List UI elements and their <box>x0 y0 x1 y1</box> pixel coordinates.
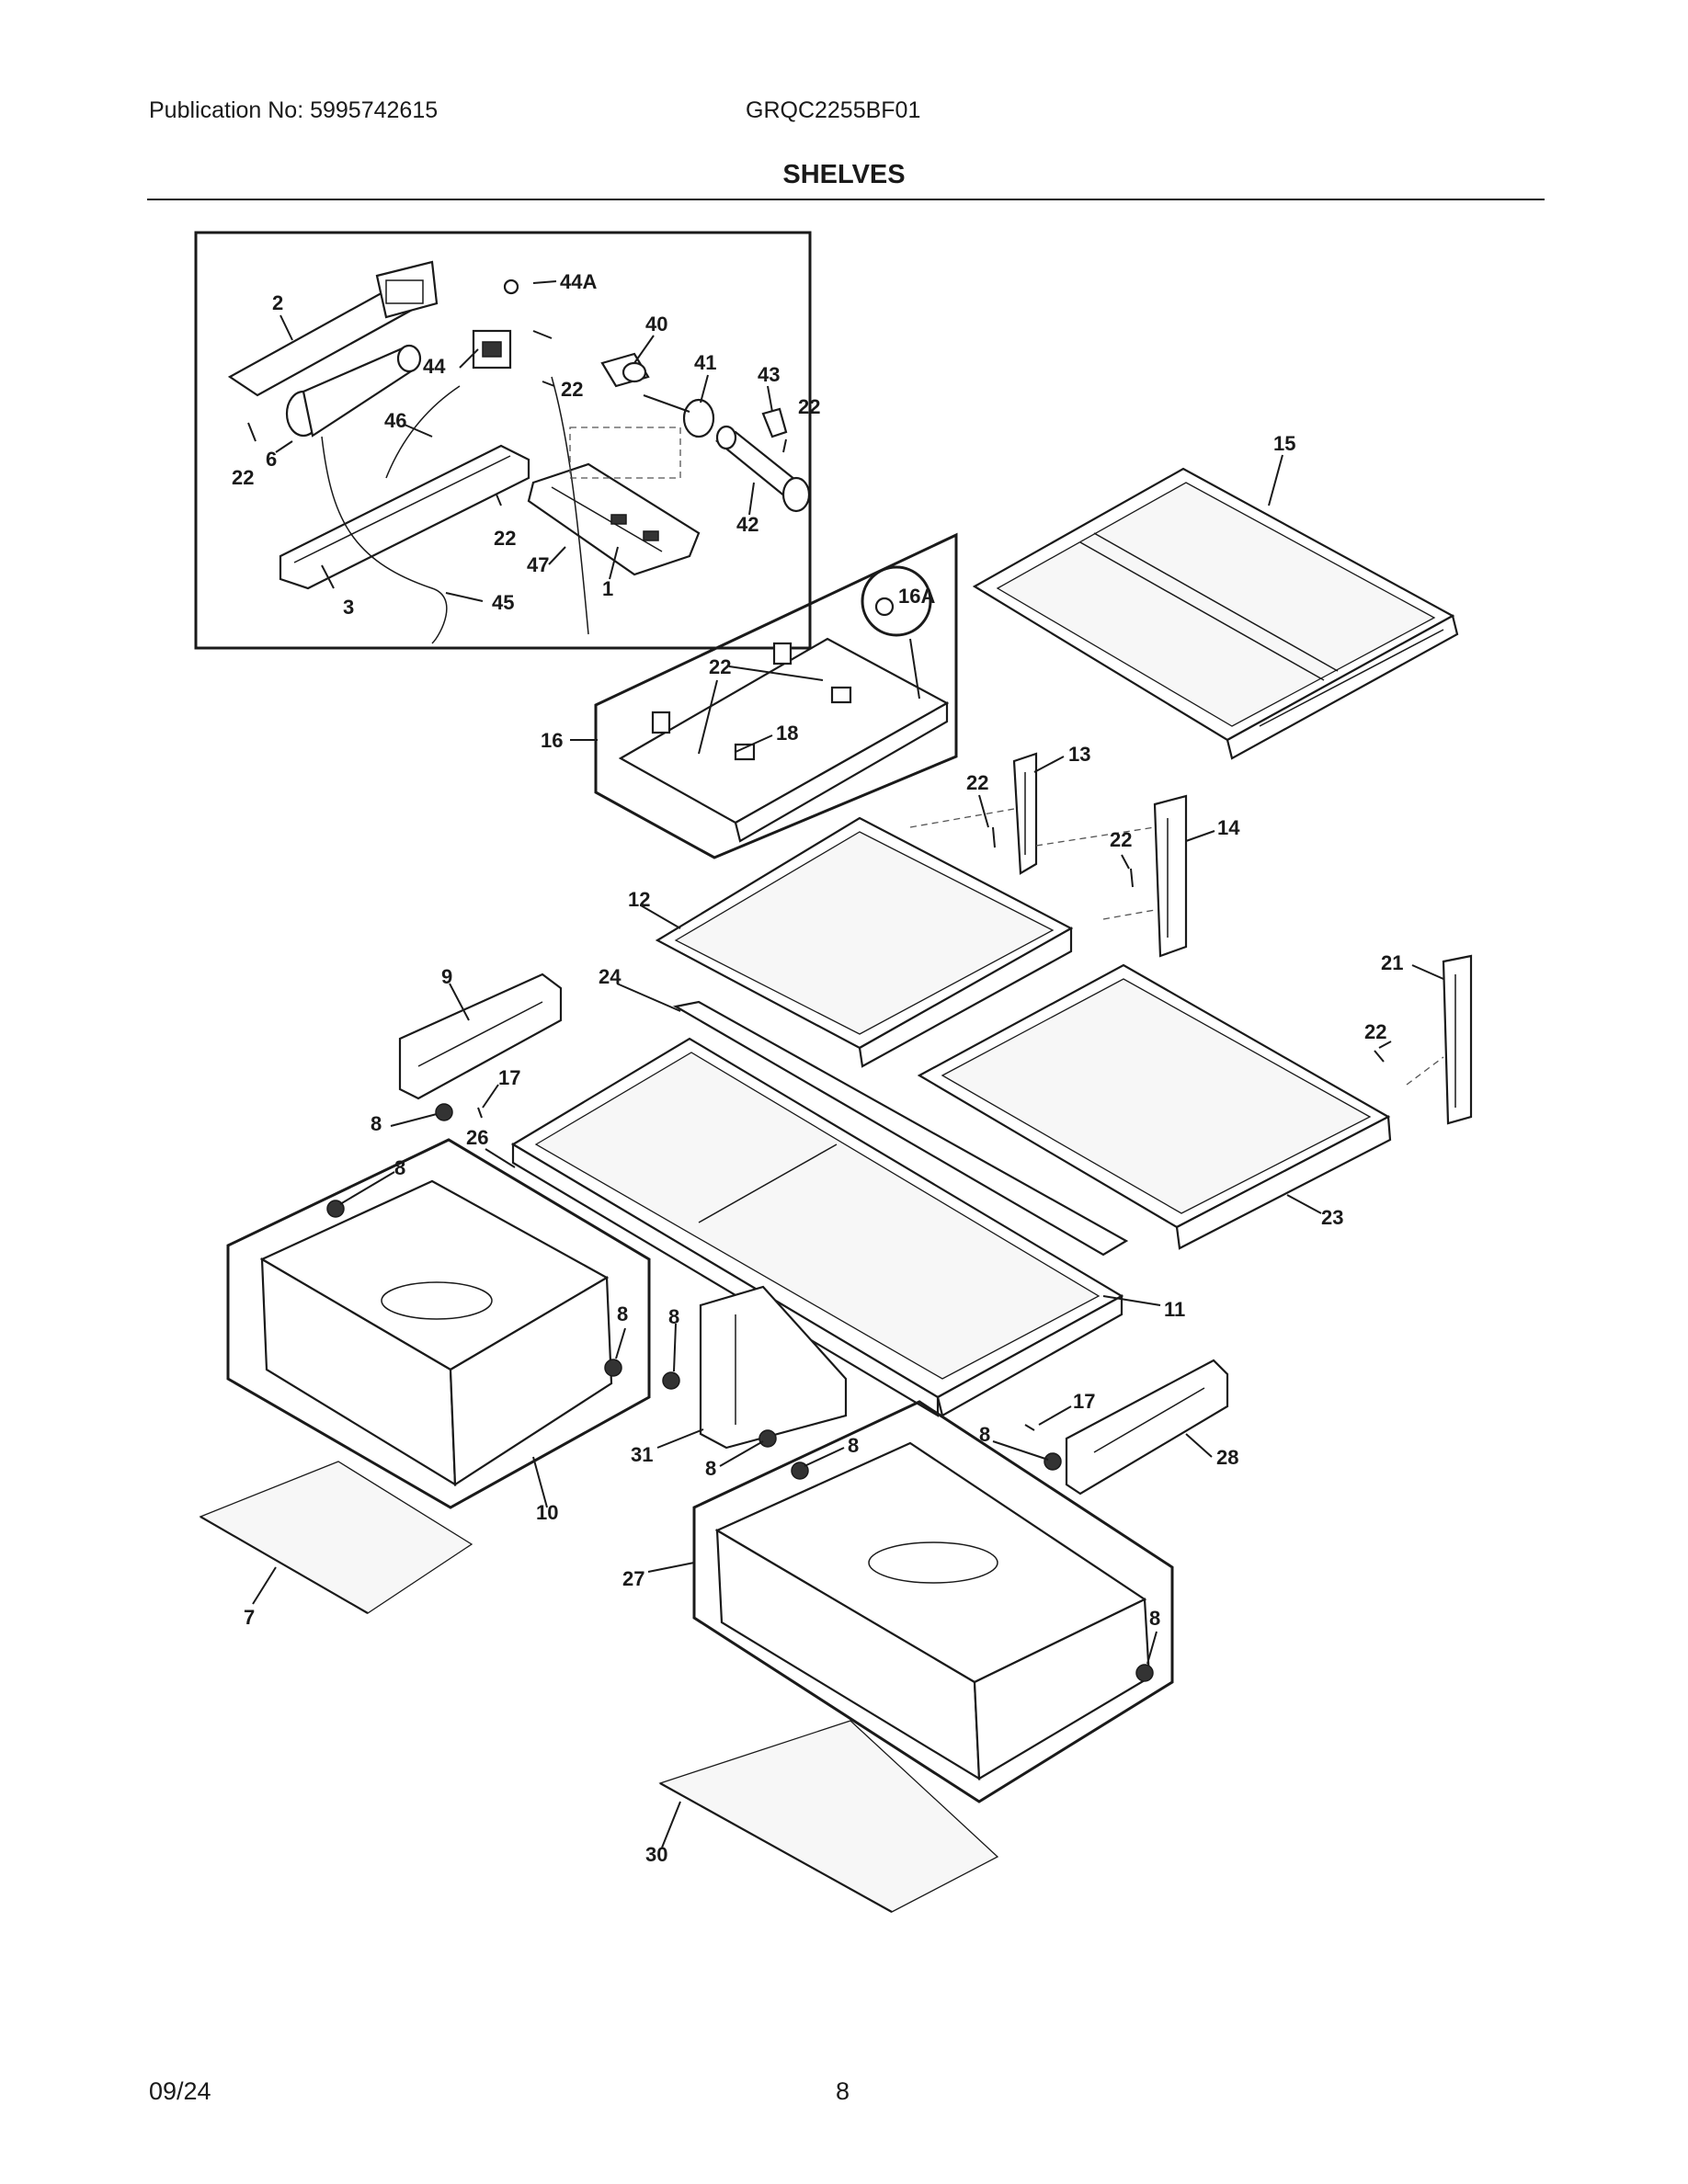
callout-13: 13 <box>1068 743 1090 766</box>
callout-15: 15 <box>1273 432 1295 455</box>
water-filter-inset <box>194 231 812 650</box>
callout-2: 2 <box>272 291 283 314</box>
callout-21: 21 <box>1381 951 1403 974</box>
page-number: 8 <box>836 2077 850 2105</box>
callout-22: 22 <box>1364 1020 1386 1043</box>
screw-parts <box>477 826 1385 1431</box>
callout-8: 8 <box>371 1112 382 1135</box>
publication-date: 09/24 <box>149 2077 211 2105</box>
callout-7: 7 <box>244 1606 255 1629</box>
adapter-part <box>643 394 715 438</box>
filter-cartridge-part <box>714 425 811 513</box>
leader-lines <box>252 454 1444 1848</box>
bracket-28 <box>1065 1359 1229 1496</box>
callout-30: 30 <box>645 1843 667 1866</box>
bracket-9 <box>398 973 563 1100</box>
callout-22: 22 <box>709 655 731 678</box>
callout-8: 8 <box>394 1156 405 1179</box>
crisper-drawer-10 <box>226 1138 651 1509</box>
rail-21 <box>1442 954 1473 1125</box>
callout-8: 8 <box>668 1305 679 1328</box>
callout-8: 8 <box>848 1434 859 1457</box>
shelf-23 <box>917 963 1392 1250</box>
callout-8: 8 <box>705 1457 716 1480</box>
roller-parts <box>326 1103 1154 1682</box>
callout-26: 26 <box>466 1126 488 1149</box>
divider-31 <box>699 1285 848 1450</box>
callout-22: 22 <box>966 771 988 794</box>
callout-45: 45 <box>492 591 514 614</box>
shelf-11 <box>510 1037 1124 1417</box>
filter-bracket-part <box>279 444 530 590</box>
callout-31: 31 <box>631 1443 653 1466</box>
callout-10: 10 <box>536 1501 558 1524</box>
rail-14 <box>1153 794 1188 958</box>
callout-42: 42 <box>736 513 758 536</box>
callout-labels: 2 44A 40 44 41 43 22 22 46 6 22 42 22 47… <box>232 270 1403 1866</box>
crisper-drawer-27 <box>692 1400 1174 1803</box>
callout-22: 22 <box>798 395 820 418</box>
callout-44: 44 <box>423 355 446 378</box>
shelf-12 <box>655 816 1074 1068</box>
callout-11: 11 <box>1164 1298 1185 1321</box>
publication-number: Publication No: 5995742615 <box>149 97 439 123</box>
callout-40: 40 <box>645 313 667 336</box>
callout-47: 47 <box>527 553 549 576</box>
filter-clip-part <box>761 407 788 438</box>
water-tube-46 <box>385 385 461 479</box>
water-tube-47 <box>551 376 589 635</box>
drawer-cover-7 <box>199 1461 473 1614</box>
callout-27: 27 <box>622 1567 644 1590</box>
callout-24: 24 <box>599 965 622 988</box>
callout-17: 17 <box>1073 1390 1095 1413</box>
callout-8: 8 <box>979 1423 990 1446</box>
callout-17: 17 <box>498 1066 520 1089</box>
model-number: GRQC2255BF01 <box>746 97 921 123</box>
shelf-15 <box>972 467 1459 760</box>
callout-16: 16 <box>541 729 563 752</box>
callout-22: 22 <box>1110 828 1132 851</box>
page-title: SHELVES <box>782 160 906 189</box>
callout-22: 22 <box>561 378 583 401</box>
drawer-cover-30 <box>658 1720 999 1913</box>
filter-housing-part <box>227 260 439 438</box>
callout-22: 22 <box>494 527 516 550</box>
callout-6: 6 <box>266 448 277 471</box>
callout-44a: 44A <box>560 270 597 293</box>
callout-41: 41 <box>694 351 716 374</box>
callout-16a: 16A <box>898 585 935 608</box>
filter-tray-part <box>527 462 701 576</box>
valve-part <box>472 279 519 370</box>
callout-14: 14 <box>1217 816 1240 839</box>
water-tube-45 <box>321 436 448 644</box>
callout-8: 8 <box>617 1302 628 1325</box>
shelf-16-inset <box>594 532 958 859</box>
trim-24 <box>672 1000 1129 1257</box>
callout-1: 1 <box>602 577 613 600</box>
header-rule <box>147 199 1545 200</box>
callout-22: 22 <box>232 466 254 489</box>
filter-head-part <box>600 352 650 388</box>
callout-12: 12 <box>628 888 650 911</box>
callout-3: 3 <box>343 596 354 619</box>
callout-9: 9 <box>441 965 452 988</box>
callout-23: 23 <box>1321 1206 1343 1229</box>
rail-13 <box>1012 752 1038 875</box>
callout-46: 46 <box>384 409 406 432</box>
callout-28: 28 <box>1216 1446 1238 1469</box>
callout-43: 43 <box>758 363 780 386</box>
callout-18: 18 <box>776 722 798 745</box>
callout-8: 8 <box>1149 1607 1160 1630</box>
